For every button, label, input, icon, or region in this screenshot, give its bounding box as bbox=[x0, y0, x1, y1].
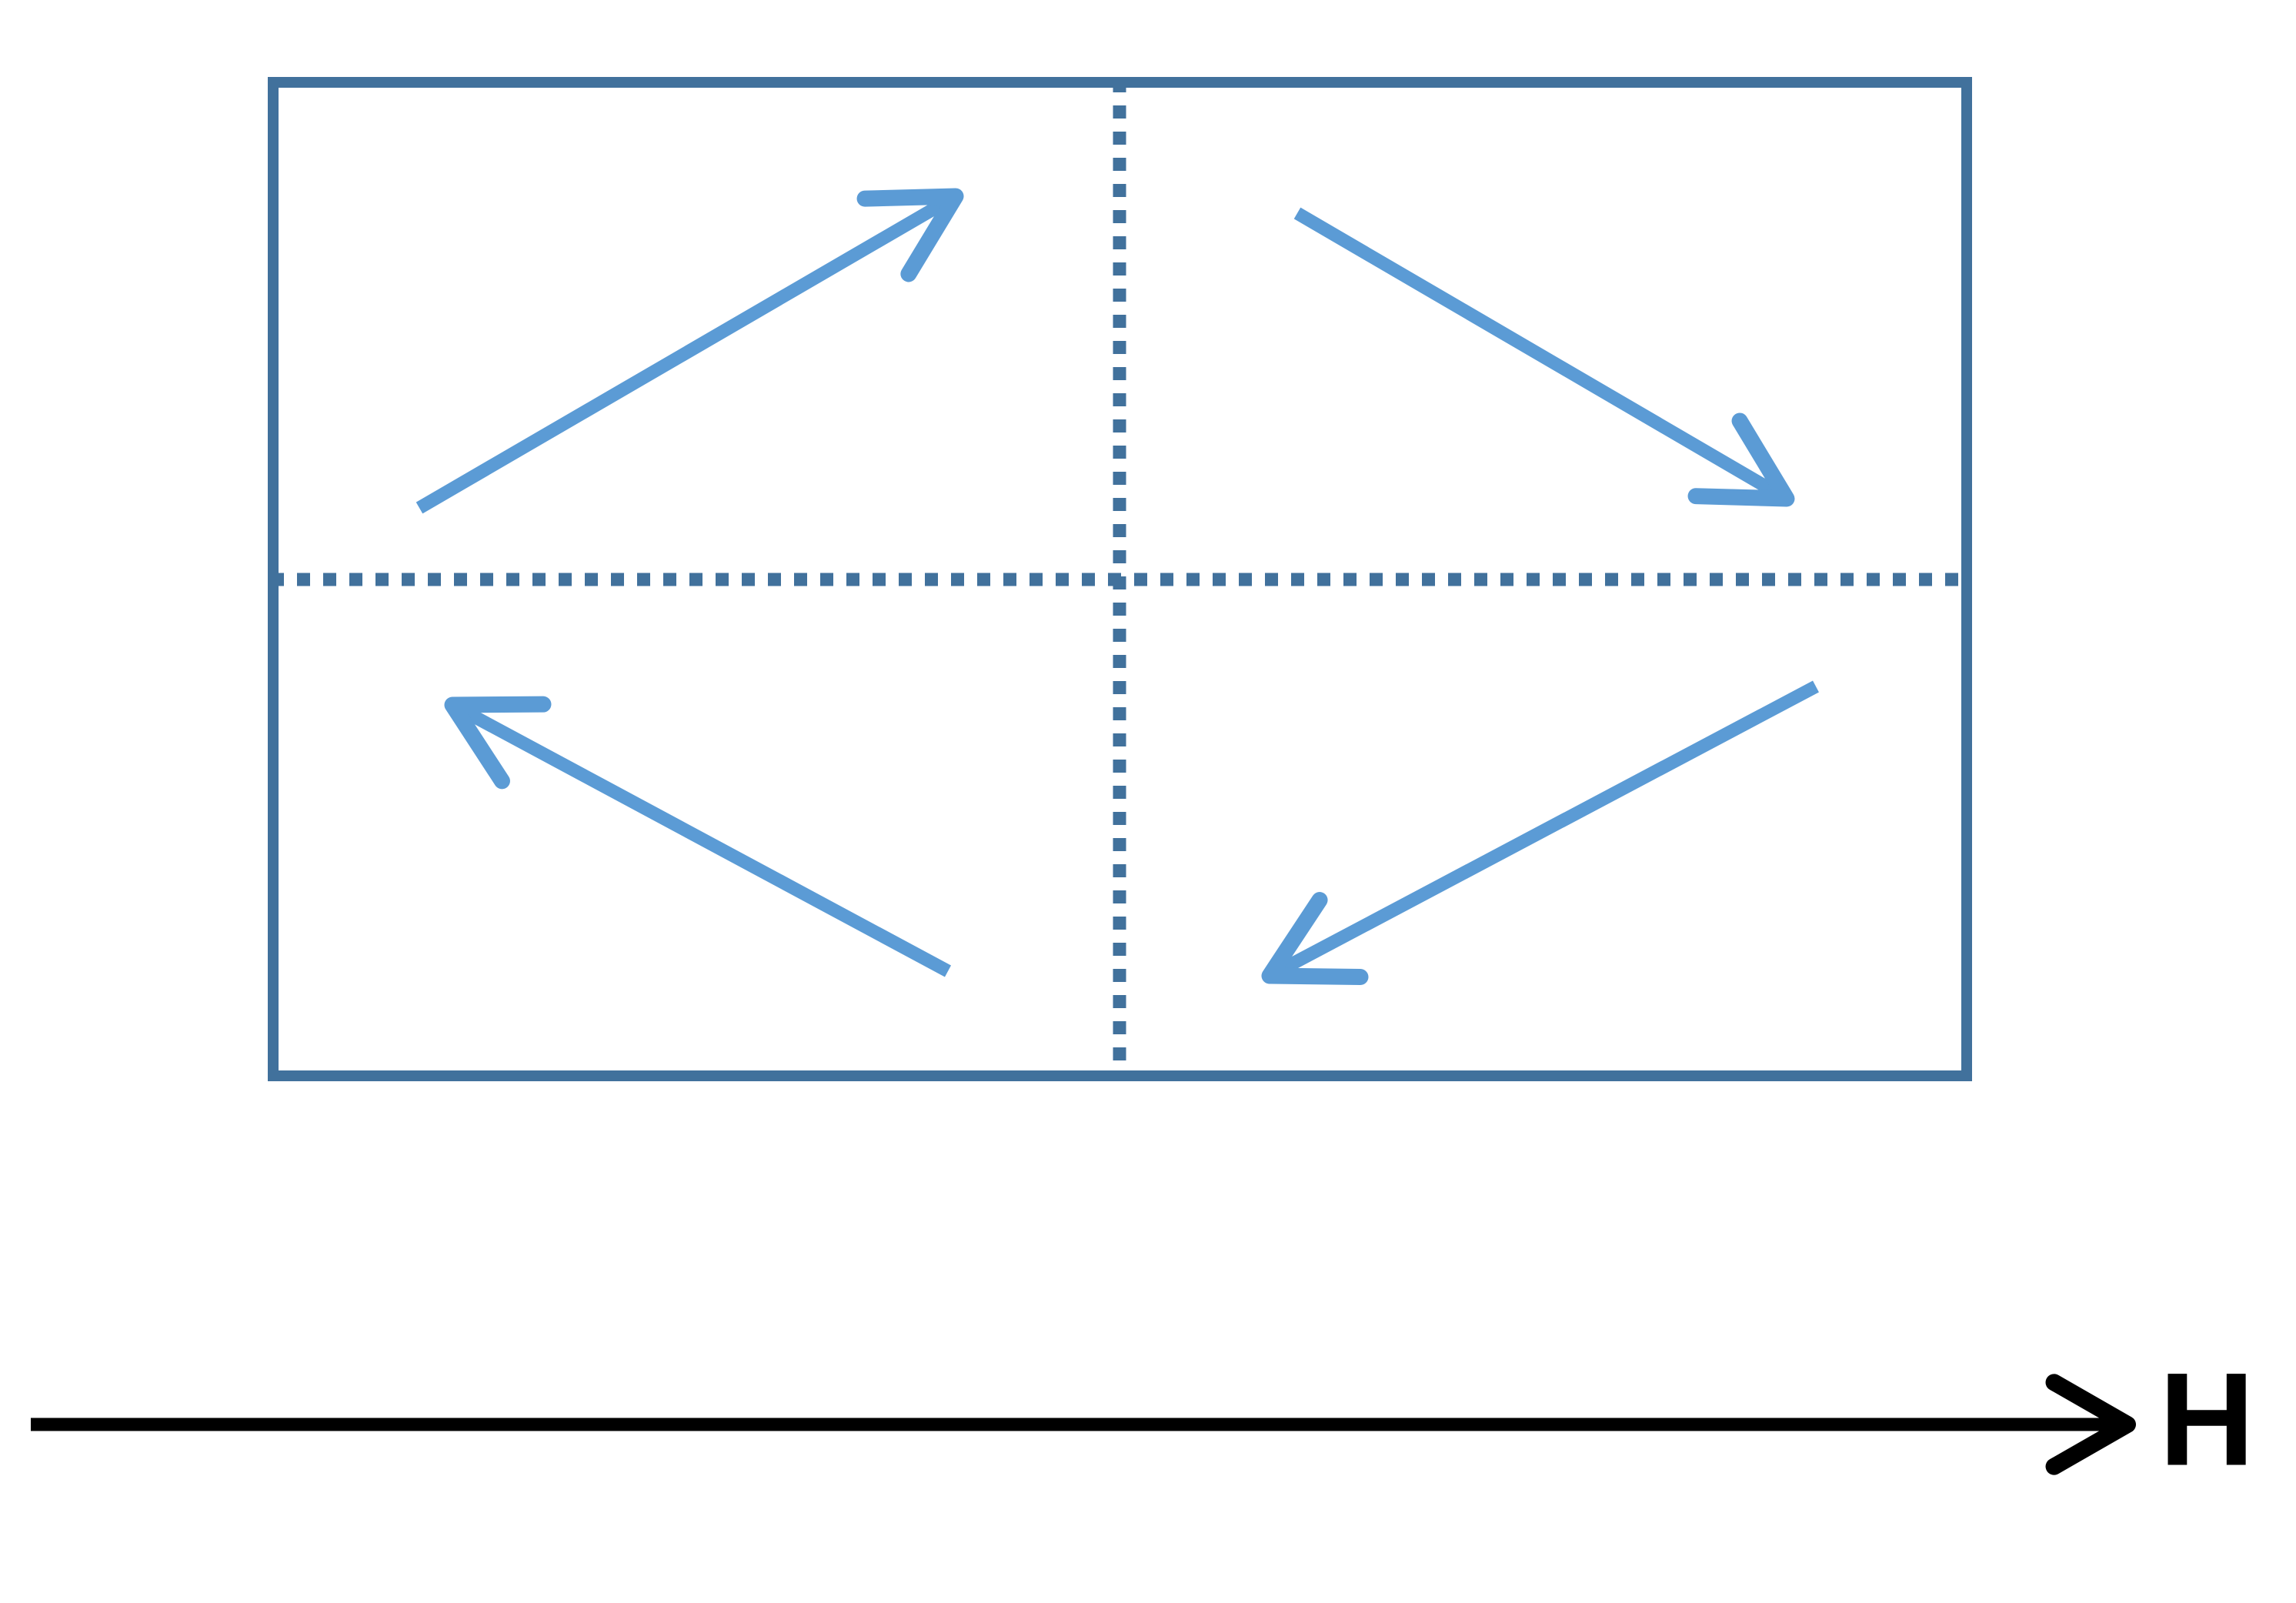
arrow-bottom-left bbox=[444, 696, 952, 977]
arrow-shaft bbox=[453, 701, 952, 977]
arrow-top-left bbox=[415, 188, 964, 514]
arrowhead-icon bbox=[856, 188, 964, 282]
arrow-shaft bbox=[415, 192, 956, 514]
arrow-top-right bbox=[1293, 207, 1795, 507]
axis-label-h: H bbox=[2159, 1345, 2254, 1493]
arrow-shaft bbox=[1293, 207, 1787, 503]
axis-arrowhead-icon bbox=[2045, 1374, 2136, 1475]
h-axis bbox=[31, 1374, 2136, 1475]
arrowhead-icon bbox=[444, 696, 552, 790]
arrow-shaft bbox=[1270, 680, 1819, 980]
arrow-bottom-right bbox=[1261, 680, 1819, 986]
arrowhead-icon bbox=[1261, 892, 1369, 986]
arrowhead-icon bbox=[1687, 412, 1795, 507]
